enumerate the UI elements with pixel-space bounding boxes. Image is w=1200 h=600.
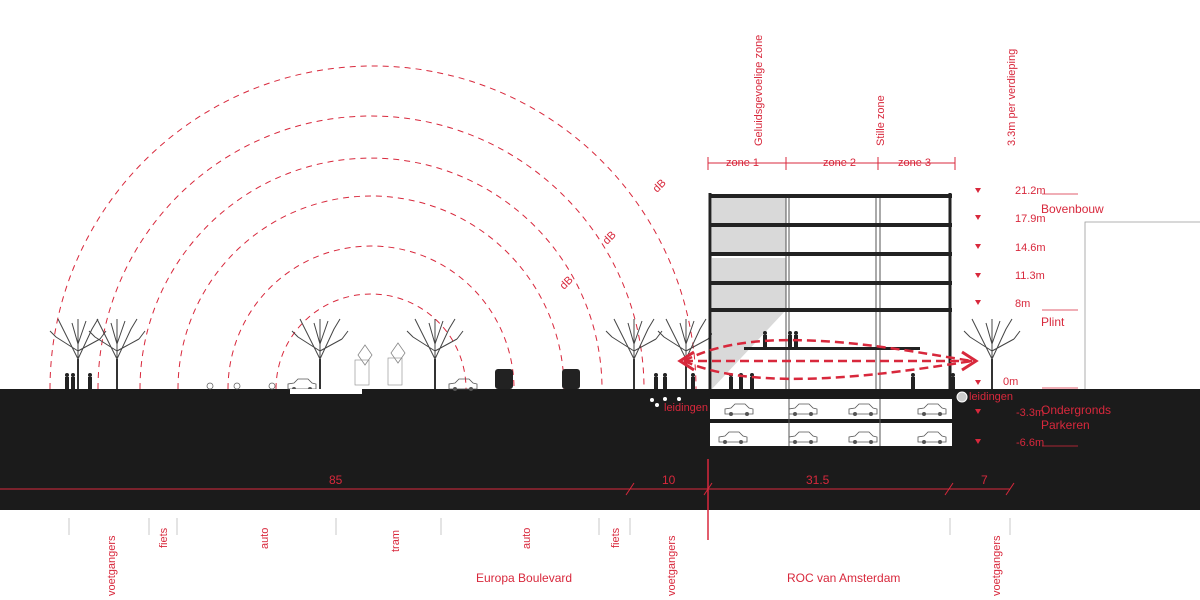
section-lines [1042,193,1078,447]
sound-arc-4 [177,195,565,390]
lane-dividers [68,518,1011,535]
zone-2-label: zone 2 [823,157,856,169]
level-17-9m: 17.9m [1015,213,1046,225]
place-europa-boulevard: Europa Boulevard [476,571,572,585]
sound-arc-6 [275,293,467,390]
street-trees [49,318,1021,390]
utilities-label-left: leidingen [664,402,708,414]
dim-10: 10 [662,473,676,487]
quiet-zone-label: Stille zone [875,95,887,146]
sound-arc-5 [227,245,515,390]
lane-label-auto-2: auto [521,528,533,549]
dim-31-5: 31.5 [806,473,830,487]
level-minus-3-3m: -3.3m [1016,407,1044,419]
neighbour-building [1084,221,1200,389]
utility-pipes [650,391,968,407]
sound-flow-arrows [683,338,973,381]
lane-label-fiets-2: fiets [610,527,622,548]
level-markers [975,188,981,444]
utilities-label-right: leidingen [969,391,1013,403]
level-11-3m: 11.3m [1015,270,1045,282]
bicycle-icon-2 [233,382,241,390]
plint-label: Plint [1041,315,1065,329]
roc-building [708,193,952,446]
bus-icon [495,369,513,389]
arrow-heads [677,350,979,372]
place-roc-van-amsterdam: ROC van Amsterdam [787,571,900,585]
bicycle-icon-3 [268,382,276,390]
sound-arc-1 [49,65,697,390]
lane-label-voetgangers-3: voetgangers [991,535,1003,596]
lane-label-auto: auto [259,528,271,549]
width-dimension-line [0,459,1015,540]
lane-label-tram: tram [390,530,402,552]
tram-stop [290,342,406,394]
level-21-2m: 21.2m [1015,185,1046,197]
zone-1-label: zone 1 [726,157,759,169]
lane-label-fiets: fiets [158,527,170,548]
bicycle-icon [206,382,214,390]
lane-label-voetgangers: voetgangers [106,535,118,596]
dim-7: 7 [981,473,988,487]
bovenbouw-label: Bovenbouw [1041,202,1104,216]
zone-3-label: zone 3 [898,157,931,169]
dim-85: 85 [329,473,343,487]
zone-dimension-bar [707,157,956,170]
lane-label-voetgangers-2: voetgangers [666,535,678,596]
ground-section [0,389,1200,510]
floor-height-label: 3.3m per verdieping [1006,49,1018,146]
level-0m: 0m [1003,376,1018,388]
db-label-2: dB [601,229,619,247]
db-label-1: dB [651,177,669,195]
sound-arc-3 [139,157,603,390]
road-vehicles [206,369,580,392]
noise-sensitive-zone-label: Geluidsgevoelige zone [753,35,765,146]
sound-arc-2 [97,115,645,390]
level-8m: 8m [1015,298,1030,310]
level-minus-6-6m: -6.6m [1016,437,1044,449]
sound-arcs [49,65,697,390]
bus-icon-2 [562,369,580,389]
level-14-6m: 14.6m [1015,242,1046,254]
